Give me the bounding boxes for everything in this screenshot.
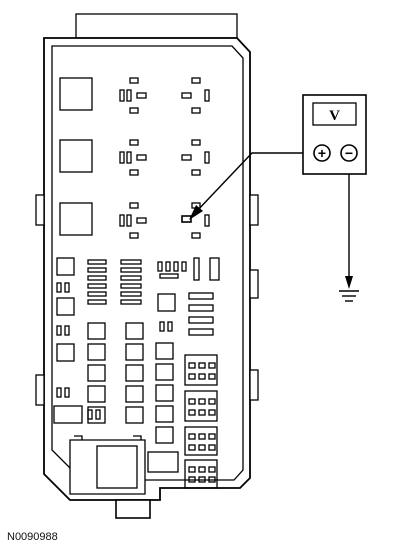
- relay-2: [59, 139, 93, 173]
- socket-group-middle-3: [119, 202, 147, 239]
- positive-terminal: [313, 144, 331, 162]
- figure-id: N0090988: [7, 531, 58, 543]
- fuse-box-inner-panel: [51, 45, 244, 481]
- voltmeter: V + −: [302, 94, 367, 175]
- socket-group-right-1: [181, 77, 210, 114]
- fuse-block-lower: [53, 321, 218, 495]
- voltmeter-display: [312, 102, 357, 126]
- negative-terminal: [340, 144, 358, 162]
- right-clip-lower: [249, 369, 259, 401]
- left-clip-upper: [35, 194, 45, 226]
- socket-group-middle-2: [119, 139, 147, 176]
- socket-group-right-2: [181, 139, 210, 176]
- voltmeter-unit-label: V: [329, 108, 340, 124]
- relay-3: [59, 202, 93, 236]
- probed-terminal: [181, 215, 192, 223]
- relay-1: [59, 77, 93, 111]
- probe-tip-arrow: [189, 205, 203, 220]
- fuse-block-upper: [56, 257, 220, 336]
- left-clip-lower: [35, 374, 45, 406]
- right-clip-upper: [249, 194, 259, 226]
- right-clip-middle: [249, 269, 259, 299]
- ground-arrow: [345, 276, 353, 289]
- fuse-box: [35, 13, 259, 519]
- positive-terminal-label: +: [318, 145, 326, 161]
- socket-group-middle-1: [119, 77, 147, 114]
- ground-lead: [339, 162, 359, 302]
- negative-terminal-label: −: [345, 145, 353, 161]
- top-connector-tab: [75, 13, 238, 39]
- bottom-connector: [115, 499, 151, 519]
- probe-lead-positive: [189, 152, 322, 220]
